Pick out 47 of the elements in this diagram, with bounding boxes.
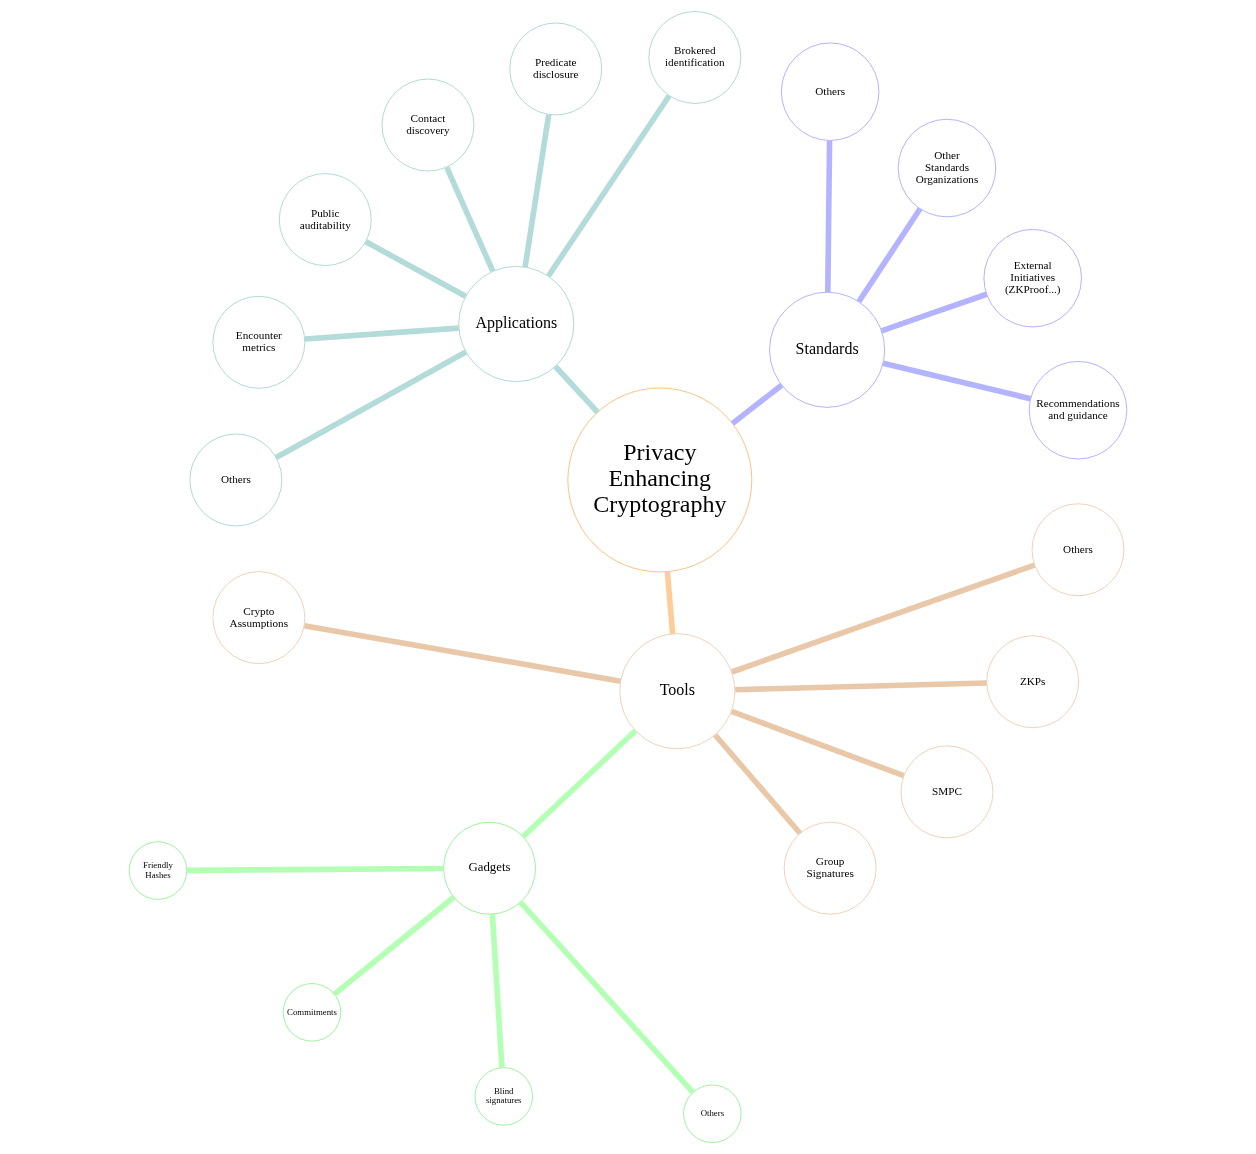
- connector: [522, 114, 552, 268]
- connector: [553, 364, 600, 415]
- node-circle: Others: [1031, 503, 1125, 597]
- connector: [664, 571, 676, 634]
- connector: [730, 562, 1036, 675]
- connector: [730, 708, 905, 779]
- node-circle: Recommendations and guidance: [1028, 361, 1128, 460]
- connector: [730, 383, 784, 426]
- connector: [518, 900, 695, 1095]
- node-circle: Gadgets: [443, 821, 536, 915]
- connector: [713, 733, 803, 836]
- connector: [489, 913, 505, 1068]
- node-circle: Other Standards Organizations: [897, 118, 997, 218]
- node-circle: Predicate disclosure: [509, 22, 603, 116]
- node-circle: Privacy Enhancing Cryptography: [567, 387, 753, 573]
- node-circle: Others: [189, 433, 283, 527]
- connector: [274, 349, 468, 460]
- connector: [546, 94, 672, 278]
- node-circle: Friendly Hashes: [128, 841, 188, 900]
- node-circle: SMPC: [900, 745, 994, 839]
- connector: [735, 680, 987, 693]
- connector: [880, 291, 988, 334]
- node-circle: Crypto Assumptions: [212, 571, 306, 664]
- node-circle: Group Signatures: [783, 821, 877, 915]
- node-circle: Tools: [619, 633, 736, 750]
- connector: [303, 622, 621, 684]
- node-circle: Others: [780, 42, 880, 141]
- connector: [825, 140, 833, 293]
- connector: [364, 239, 467, 299]
- node-circle: Blind signatures: [474, 1067, 533, 1126]
- connector: [186, 865, 444, 874]
- connector: [856, 207, 923, 304]
- connector: [332, 895, 456, 997]
- connector: [444, 166, 496, 273]
- node-circle: Others: [683, 1084, 742, 1143]
- connector: [304, 325, 459, 342]
- node-circle: ZKPs: [986, 635, 1080, 729]
- node-circle: Commitments: [282, 983, 342, 1042]
- node-circle: Applications: [458, 266, 575, 382]
- connector: [521, 728, 638, 839]
- node-circle: Brokered identification: [648, 11, 742, 104]
- node-circle: Encounter metrics: [212, 295, 306, 389]
- connector: [882, 360, 1032, 402]
- node-circle: Public auditability: [278, 173, 372, 266]
- node-circle: Contact discovery: [381, 78, 475, 172]
- node-circle: Standards: [769, 291, 886, 408]
- node-circle: External Initiatives (ZKProof...): [983, 229, 1082, 328]
